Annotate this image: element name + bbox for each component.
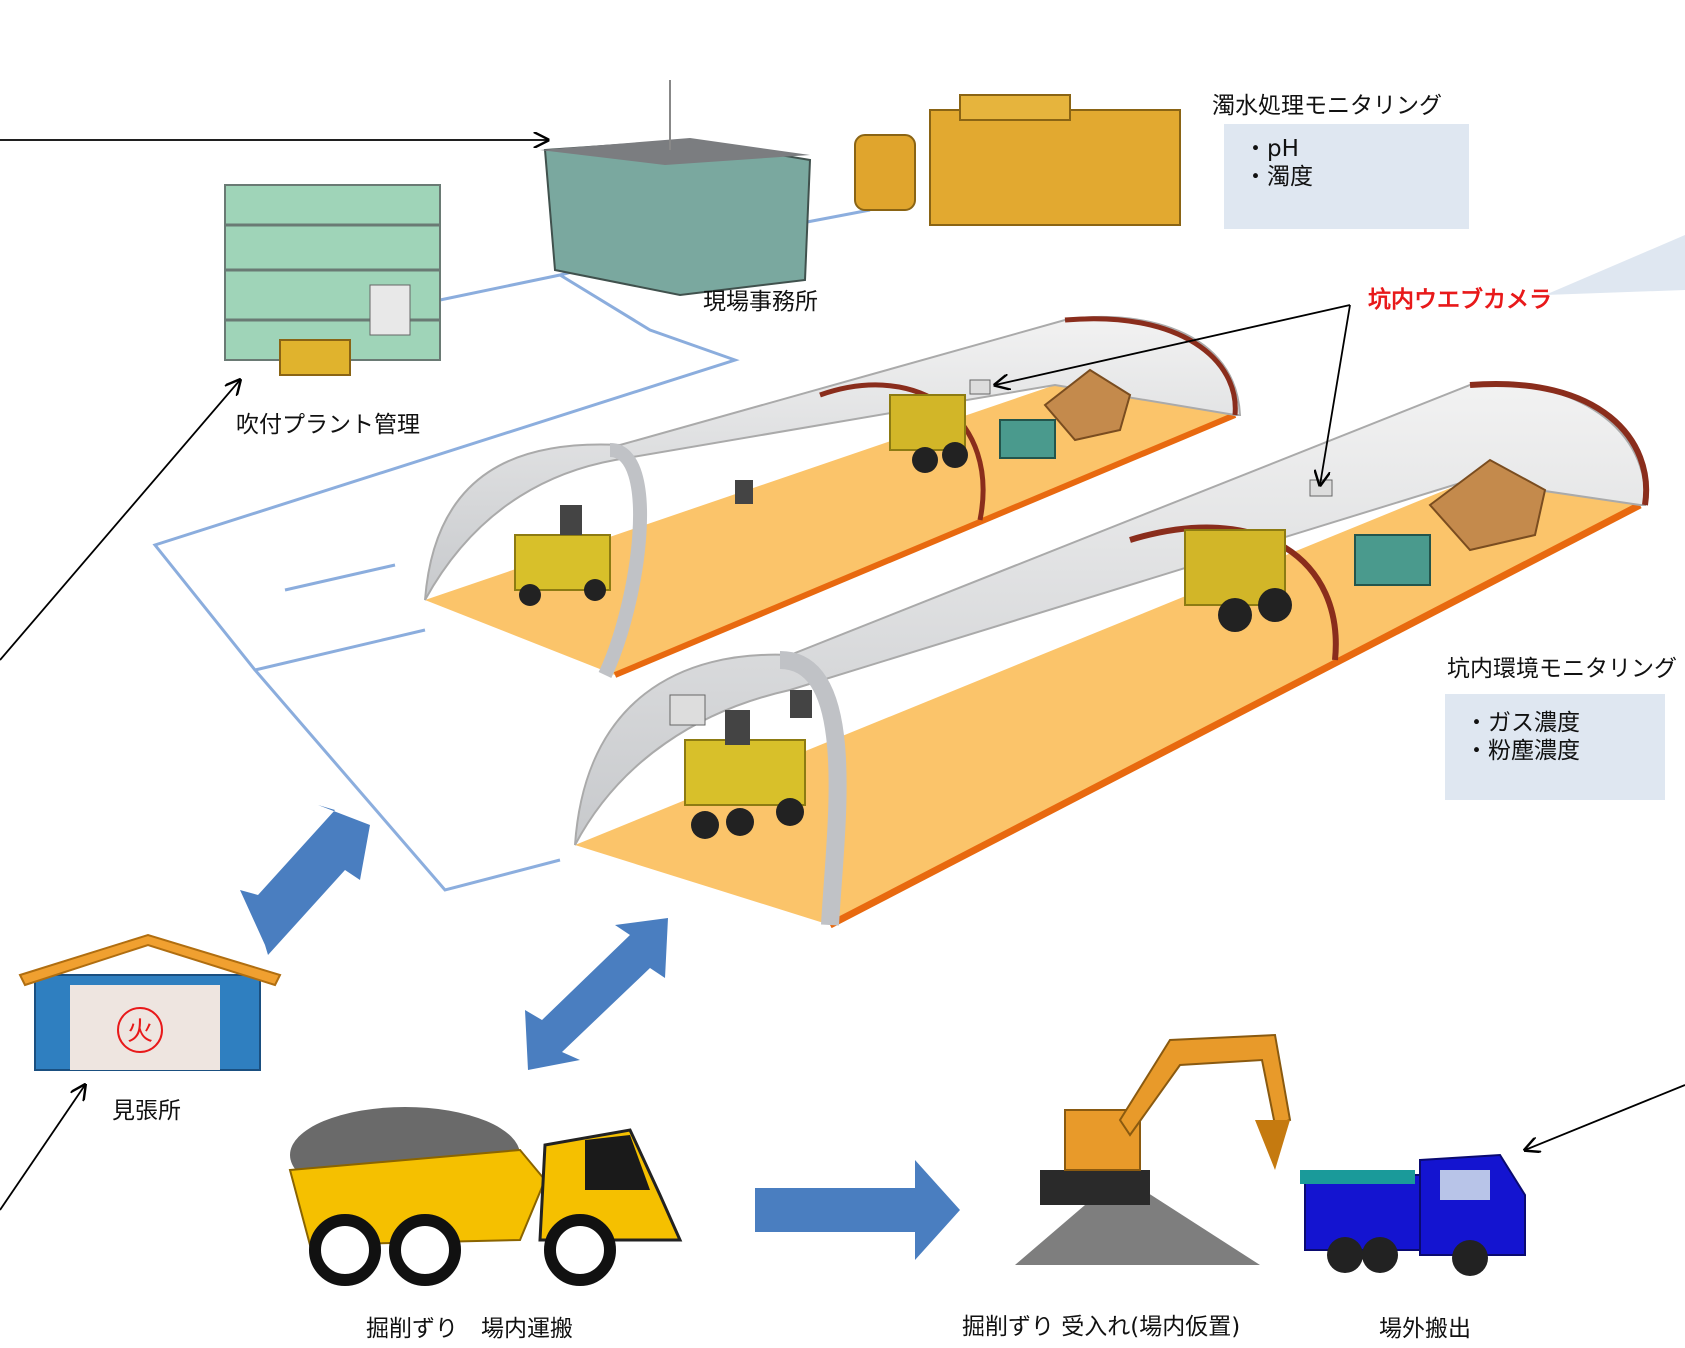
- water-item-ph: ・pH: [1244, 136, 1299, 162]
- lower-tunnel: [574, 380, 1650, 929]
- env-item-dust: ・粉塵濃度: [1465, 737, 1580, 764]
- fire-mark: 火: [127, 1017, 153, 1047]
- watch-station-building: 火: [18, 933, 282, 1071]
- tunnel-environment-box: ・ガス濃度 ・粉塵濃度: [1445, 694, 1665, 800]
- muck-loader-truck: [288, 1107, 683, 1286]
- blue-dump-truck: [1300, 1153, 1526, 1276]
- upper-tunnel: [424, 315, 1242, 678]
- web-camera-label: 坑内ウエブカメラ: [1368, 287, 1552, 313]
- tunnel-environment-label: 坑内環境モニタリング: [1447, 656, 1677, 682]
- site-office-label: 現場事務所: [703, 289, 818, 315]
- off-site-label: 場外搬出: [1379, 1316, 1471, 1342]
- water-treatment-box: ・pH ・濁度: [1224, 124, 1469, 229]
- muck-receive-label: 掘削ずり 受入れ(場内仮置): [962, 1314, 1241, 1340]
- pointer-arrows: [0, 140, 1685, 1211]
- water-treatment-plant: [854, 94, 1181, 226]
- double-arrow-center: [525, 918, 668, 1070]
- right-arrow: [755, 1160, 960, 1260]
- watch-station-label: 見張所: [112, 1098, 181, 1124]
- muck-transport-label: 掘削ずり 場内運搬: [366, 1316, 573, 1342]
- water-item-turbidity: ・濁度: [1244, 163, 1313, 190]
- water-treatment-label: 濁水処理モニタリング: [1212, 93, 1442, 119]
- double-arrow-left: [240, 805, 370, 955]
- callout-pointer: [1545, 235, 1685, 295]
- shotcrete-plant-label: 吹付プラント管理: [236, 412, 420, 438]
- excavator: [1015, 1033, 1292, 1265]
- env-item-gas: ・ガス濃度: [1465, 710, 1580, 736]
- site-office-building: [540, 80, 812, 297]
- shotcrete-plant: [224, 184, 441, 376]
